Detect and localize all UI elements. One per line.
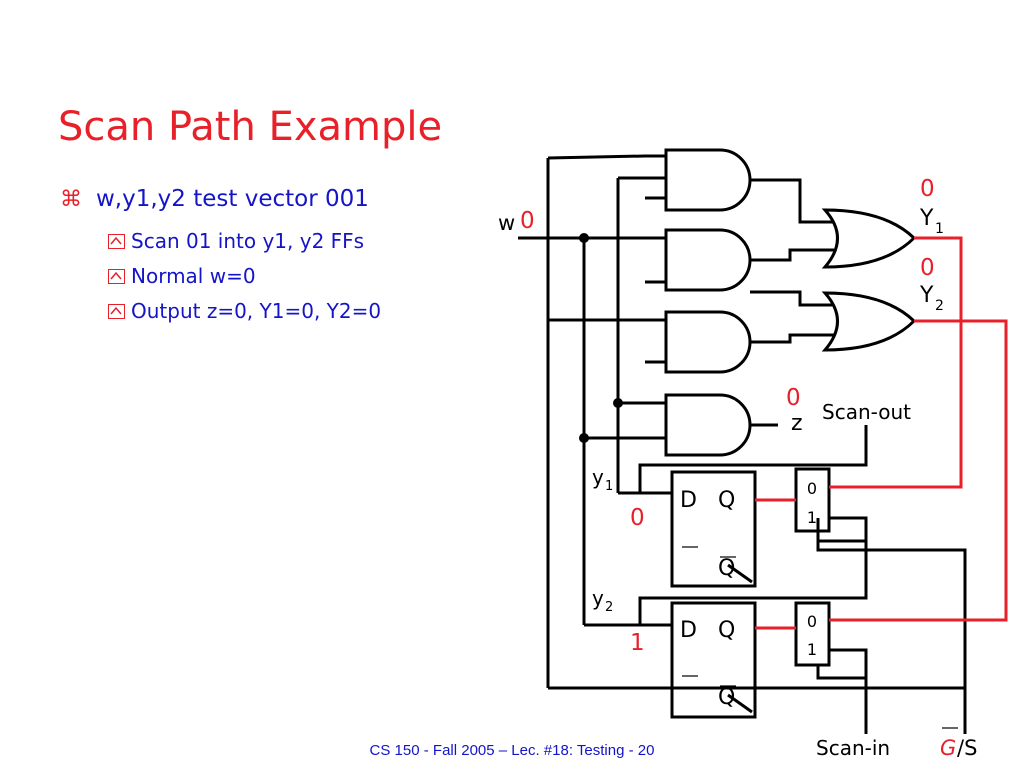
ff1-q-label: Q	[718, 488, 735, 513]
ff2-qbar-label: Q	[718, 685, 735, 710]
mux-2	[794, 601, 831, 667]
and-gate-3	[664, 310, 752, 374]
sub-bullet-text: Scan 01 into y1, y2 FFs	[131, 229, 365, 253]
w-value: 0	[520, 208, 535, 234]
command-bullet-icon: ⌘	[60, 187, 82, 212]
and-gate-4	[664, 393, 752, 457]
mux2-1-label: 1	[807, 640, 817, 659]
Y2-subscript: 2	[935, 298, 944, 314]
scan-in-label: Scan-in	[816, 736, 890, 760]
mux1-0-label: 0	[807, 479, 817, 498]
mux1-1-label: 1	[807, 508, 817, 527]
y1-label: y	[592, 465, 604, 489]
slide-footer: CS 150 - Fall 2005 – Lec. #18: Testing -…	[369, 742, 655, 759]
bullet-level1: ⌘ w,y1,y2 test vector 001	[60, 186, 369, 212]
Y1-subscript: 1	[935, 221, 944, 237]
mux2-0-label: 0	[807, 612, 817, 631]
Y1-label: Y	[919, 206, 934, 231]
scan-out-label: Scan-out	[822, 400, 911, 424]
sub-bullet-3: Output z=0, Y1=0, Y2=0	[108, 299, 381, 323]
sub-bullet-icon	[108, 234, 125, 249]
sub-bullet-1: Scan 01 into y1, y2 FFs	[108, 229, 364, 253]
y1-subscript: 1	[605, 479, 613, 494]
or-gate-2	[821, 291, 917, 352]
g-label: G	[940, 736, 956, 760]
sub-bullet-icon	[108, 269, 125, 284]
Y2-label: Y	[919, 283, 934, 308]
z-value: 0	[786, 385, 801, 411]
Y2-value: 0	[920, 255, 935, 281]
Y1-value: 0	[920, 176, 935, 202]
z-label: z	[791, 411, 803, 436]
bullet-text: w,y1,y2 test vector 001	[96, 186, 369, 212]
ff1-d-label: D	[680, 488, 697, 513]
or-gate-1	[821, 208, 917, 269]
sub-bullet-text: Normal w=0	[131, 264, 256, 288]
flip-flop-1	[670, 470, 757, 588]
ff2-d-label: D	[680, 618, 697, 643]
s-label: /S	[957, 736, 977, 760]
slide-title: Scan Path Example	[58, 104, 443, 150]
ff1-qbar-label: Q	[718, 556, 735, 581]
y1-value: 0	[630, 505, 645, 531]
y2-subscript: 2	[605, 600, 613, 615]
w-label: w	[498, 211, 515, 235]
sub-bullet-icon	[108, 304, 125, 319]
sub-bullet-text: Output z=0, Y1=0, Y2=0	[131, 299, 382, 323]
flip-flop-2	[670, 601, 757, 719]
sub-bullet-2: Normal w=0	[108, 264, 256, 288]
ff2-q-label: Q	[718, 618, 735, 643]
y2-label: y	[592, 586, 604, 610]
y2-value: 1	[630, 630, 645, 656]
and-gate-2	[664, 228, 752, 292]
and-gate-1	[664, 148, 752, 212]
